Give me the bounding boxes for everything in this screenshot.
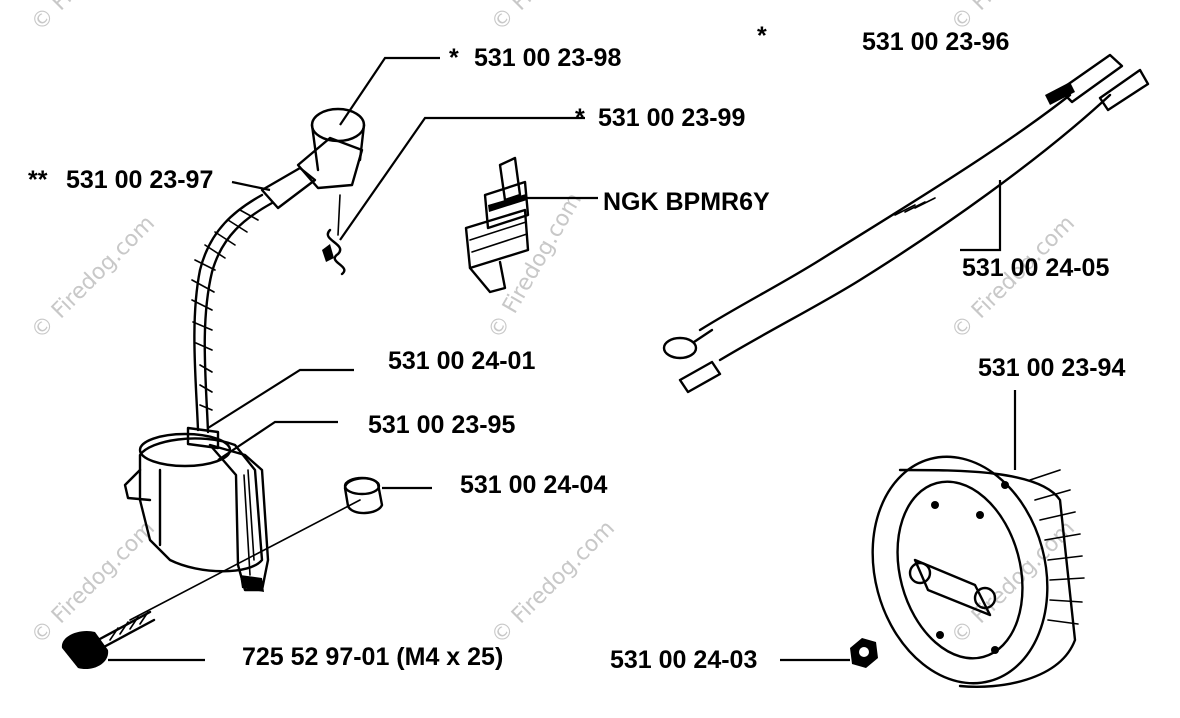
label-531-00-24-03: 531 00 24-03 xyxy=(610,646,757,674)
watermark: © Firedog.com xyxy=(487,0,620,36)
ignition-module-drawing xyxy=(61,107,384,670)
watermark: © Firedog.com xyxy=(484,189,587,343)
label-531-00-23-98: 531 00 23-98 xyxy=(474,44,621,72)
label-531-00-23-94: 531 00 23-94 xyxy=(978,354,1125,382)
label-531-00-23-95: 531 00 23-95 xyxy=(368,411,515,439)
label-531-00-24-04: 531 00 24-04 xyxy=(460,471,607,499)
leader-23-98 xyxy=(339,56,440,126)
watermark: © Firedog.com xyxy=(27,211,160,344)
marker-23-96: * xyxy=(757,22,767,50)
label-ngk-bpmr6y: NGK BPMR6Y xyxy=(603,188,770,216)
watermark-layer: © Firedog.com © Firedog.com © Firedog.co… xyxy=(27,0,1080,649)
leader-23-95 xyxy=(217,420,338,461)
watermark: © Firedog.com xyxy=(487,516,620,649)
label-531-00-24-01: 531 00 24-01 xyxy=(388,347,535,375)
marker-23-97: ** xyxy=(28,166,48,194)
spark-plug-drawing xyxy=(464,156,530,294)
label-725-52-97-01: 725 52 97-01 (M4 x 25) xyxy=(242,643,503,671)
leader-24-01 xyxy=(207,368,354,429)
part-labels: * 531 00 23-98 * 531 00 23-99 ** 531 00 … xyxy=(28,22,1125,674)
label-531-00-23-97: 531 00 23-97 xyxy=(66,166,213,194)
label-531-00-23-99: 531 00 23-99 xyxy=(598,104,745,132)
leader-24-05 xyxy=(960,180,1002,252)
label-531-00-23-96: 531 00 23-96 xyxy=(862,28,1009,56)
marker-23-99: * xyxy=(575,104,585,132)
leader-lines xyxy=(108,56,1017,662)
leader-23-99 xyxy=(339,116,585,241)
leader-23-97 xyxy=(231,180,271,192)
flywheel-drawing xyxy=(850,455,1085,688)
watermark: © Firedog.com xyxy=(27,516,160,649)
watermark: © Firedog.com xyxy=(27,0,160,36)
wire-harness-drawing xyxy=(662,53,1150,394)
label-531-00-24-05: 531 00 24-05 xyxy=(962,254,1109,282)
marker-23-98: * xyxy=(449,44,459,72)
